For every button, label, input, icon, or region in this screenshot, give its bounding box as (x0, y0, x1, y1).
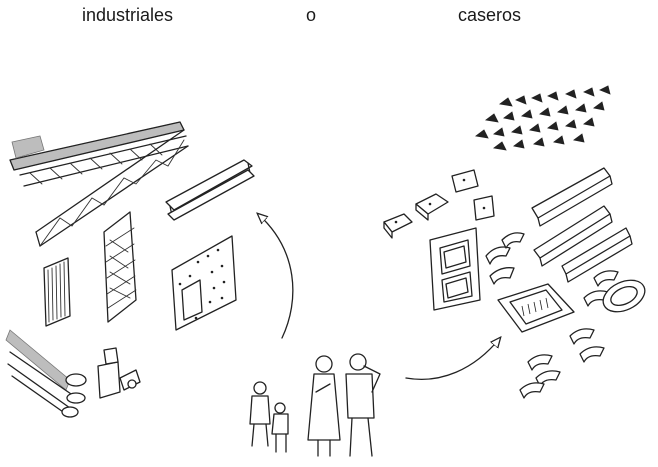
handwritten-notes (475, 85, 611, 151)
arrow-to-homemade-icon (405, 338, 500, 380)
caption-or: o (306, 5, 317, 25)
perforated-panel (171, 235, 237, 331)
bricks (383, 169, 495, 239)
arrow-to-industrial-icon (258, 214, 294, 339)
wooden-planks (531, 167, 633, 283)
caption-industrial: industriales (82, 5, 174, 25)
people-group (249, 353, 381, 457)
round-basin (602, 279, 646, 313)
pipe-bundle (5, 329, 87, 418)
pump-fixture (97, 347, 141, 399)
vent-block (497, 283, 575, 333)
corrugated-sheet (43, 257, 71, 327)
clay-tiles (485, 232, 619, 399)
framed-window (429, 227, 481, 311)
caption-homemade: caseros (458, 5, 522, 25)
steel-truss-beams (9, 121, 189, 247)
i-beam (165, 159, 255, 221)
louver-panel (103, 211, 137, 323)
